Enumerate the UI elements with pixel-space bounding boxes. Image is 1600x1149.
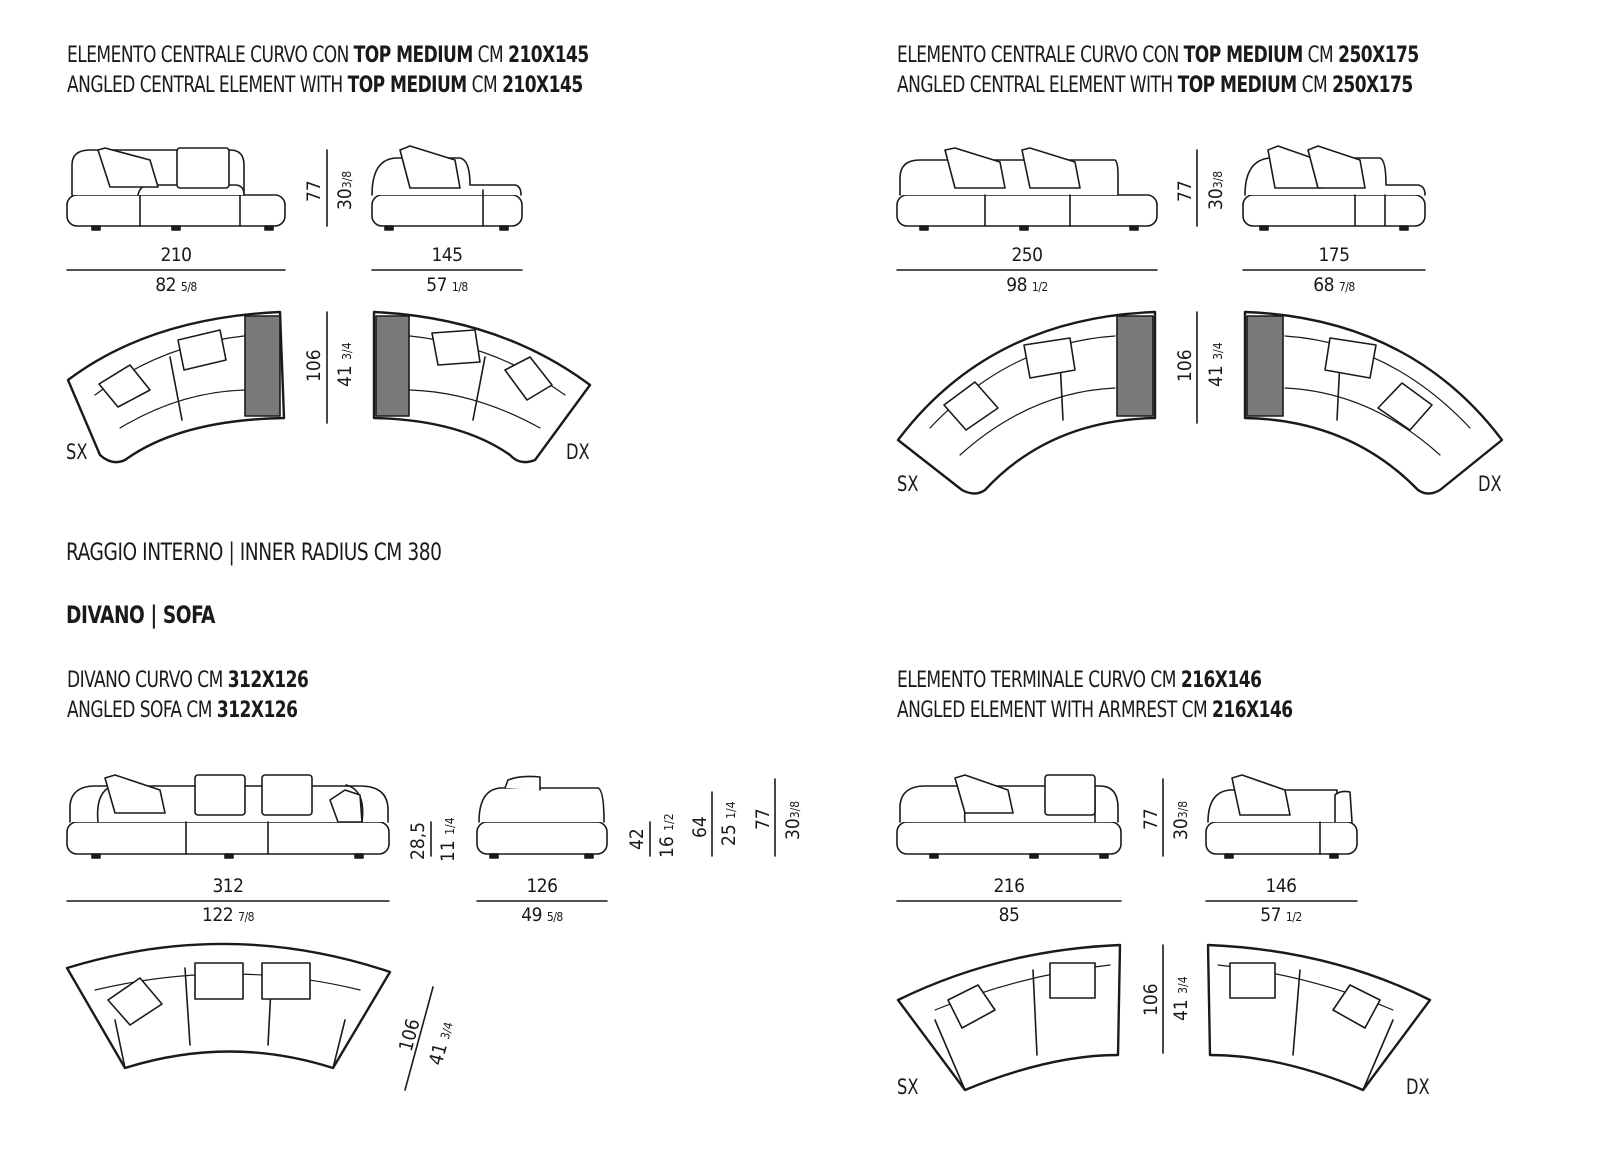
side-view-146	[1205, 774, 1358, 859]
dim-49: 49 5/8	[521, 904, 563, 926]
plan-sx-250	[896, 310, 1157, 495]
dim-175: 175	[1318, 244, 1350, 266]
plan-sx-216	[896, 943, 1122, 1092]
dim-30b: 303/8	[1205, 170, 1227, 210]
dim-106d: 106	[1140, 983, 1162, 1016]
front-view-312	[66, 774, 390, 859]
plan-dx-250	[1243, 310, 1504, 495]
side-view-145	[371, 145, 523, 231]
header-sofa-312: DIVANO CURVO CM 312X126 ANGLED SOFA CM 3…	[67, 668, 309, 723]
sofa-section-title: DIVANO | SOFA	[66, 601, 215, 629]
plan-312	[65, 942, 392, 1070]
label-dx-3: DX	[1406, 1075, 1430, 1099]
dim-210: 210	[160, 244, 192, 266]
dim-216: 216	[993, 875, 1025, 897]
dim-85: 85	[998, 904, 1020, 926]
dim-145: 145	[431, 244, 463, 266]
dim-250: 250	[1011, 244, 1043, 266]
dim-312: 312	[212, 875, 244, 897]
label-sx-3: SX	[897, 1075, 919, 1099]
plan-sx-210	[66, 310, 286, 464]
dim-41d: 41 3/4	[1170, 976, 1192, 1021]
dim-77c: 77	[752, 808, 774, 830]
dim-77b: 77	[1174, 180, 1196, 202]
label-dx-1: DX	[566, 440, 590, 464]
dim-98: 98 1/2	[1006, 274, 1048, 296]
dim-57: 57 1/8	[426, 274, 468, 296]
plan-dx-210	[372, 310, 592, 464]
front-view-216	[896, 774, 1122, 859]
dim-42: 42	[626, 828, 648, 850]
dim-30c: 303/8	[782, 800, 804, 840]
dim-30a: 303/8	[334, 170, 356, 210]
dim-16: 16 1/2	[656, 813, 678, 858]
dim-77a: 77	[303, 180, 325, 202]
front-view-250	[896, 147, 1158, 231]
side-view-126	[476, 775, 608, 859]
dim-28: 28,5	[407, 821, 429, 860]
dim-57b: 57 1/2	[1260, 904, 1302, 926]
dim-11: 11 1/4	[437, 817, 459, 862]
dim-106a: 106	[303, 349, 325, 382]
header-central-250: ELEMENTO CENTRALE CURVO CON TOP MEDIUM C…	[897, 43, 1419, 98]
label-dx-2: DX	[1478, 472, 1502, 496]
dim-82: 82 5/8	[155, 274, 197, 296]
dim-30d: 303/8	[1170, 800, 1192, 840]
dim-106b: 106	[1174, 349, 1196, 382]
header-terminal-216: ELEMENTO TERMINALE CURVO CM 216X146 ANGL…	[897, 668, 1293, 723]
dim-25: 25 1/4	[718, 801, 740, 846]
dim-122: 122 7/8	[202, 904, 254, 926]
side-view-175	[1242, 145, 1426, 231]
dim-41a: 41 3/4	[334, 342, 356, 387]
dim-64: 64	[689, 816, 711, 838]
front-view-210	[66, 147, 286, 231]
label-sx-2: SX	[897, 472, 919, 496]
dim-41b: 41 3/4	[1205, 342, 1227, 387]
inner-radius-label: RAGGIO INTERNO | INNER RADIUS CM 380	[66, 538, 442, 566]
dim-68: 68 7/8	[1313, 274, 1355, 296]
dim-line-106c	[404, 986, 434, 1091]
plan-dx-216	[1206, 943, 1432, 1092]
dim-126: 126	[526, 875, 558, 897]
dim-77d: 77	[1140, 808, 1162, 830]
header-central-210: ELEMENTO CENTRALE CURVO CON TOP MEDIUM C…	[67, 43, 589, 98]
label-sx-1: SX	[66, 440, 88, 464]
dim-146: 146	[1265, 875, 1297, 897]
